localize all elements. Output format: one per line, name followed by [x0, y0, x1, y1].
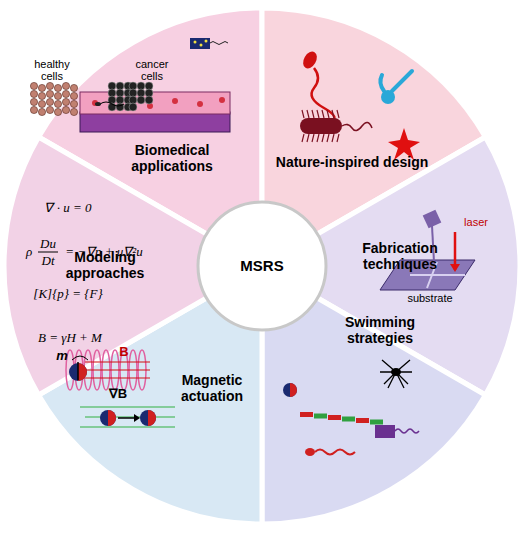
sector-node: Magnetic actuation [167, 372, 257, 404]
sector-title: Nature-inspired design [267, 154, 437, 170]
sector-node: Nature-inspired design [267, 154, 437, 170]
magnetic-illustration [66, 350, 175, 427]
annotation-label: healthy cells [30, 58, 75, 82]
microorganism-illustration [300, 49, 420, 160]
equation-text: B = γH + M [38, 332, 102, 344]
center-node: MSRS [222, 258, 302, 274]
equation-text: Dt [42, 255, 55, 267]
sector-title: Biomedical applications [117, 142, 227, 174]
swimmer-illustration [283, 360, 419, 456]
equation-text: Du [40, 238, 56, 250]
equation-text: [K]{p} = {F} [33, 288, 102, 300]
annotation-label: laser [464, 216, 488, 228]
equation-text: ρ [26, 246, 32, 258]
center-title: MSRS [222, 258, 302, 274]
equation-text: = −∇p + μ∇²u [65, 246, 143, 258]
cell-illustration [30, 38, 230, 132]
sector-node: Swimming strategies [335, 314, 425, 346]
annotation-label: m [56, 350, 68, 362]
sector-node: Biomedical applications [117, 142, 227, 174]
equation-text: ∇ · u = 0 [44, 202, 91, 214]
sector-node: Fabrication techniques [350, 240, 450, 272]
sector-title: Magnetic actuation [167, 372, 257, 404]
annotation-label: ∇B [109, 388, 127, 400]
fraction-bar [38, 252, 58, 253]
center-circle [198, 202, 326, 330]
annotation-label: cancer cells [130, 58, 175, 82]
annotation-label: B [119, 346, 128, 358]
annotation-label: substrate [407, 292, 452, 304]
sector-title: Swimming strategies [335, 314, 425, 346]
sector-title: Fabrication techniques [350, 240, 450, 272]
